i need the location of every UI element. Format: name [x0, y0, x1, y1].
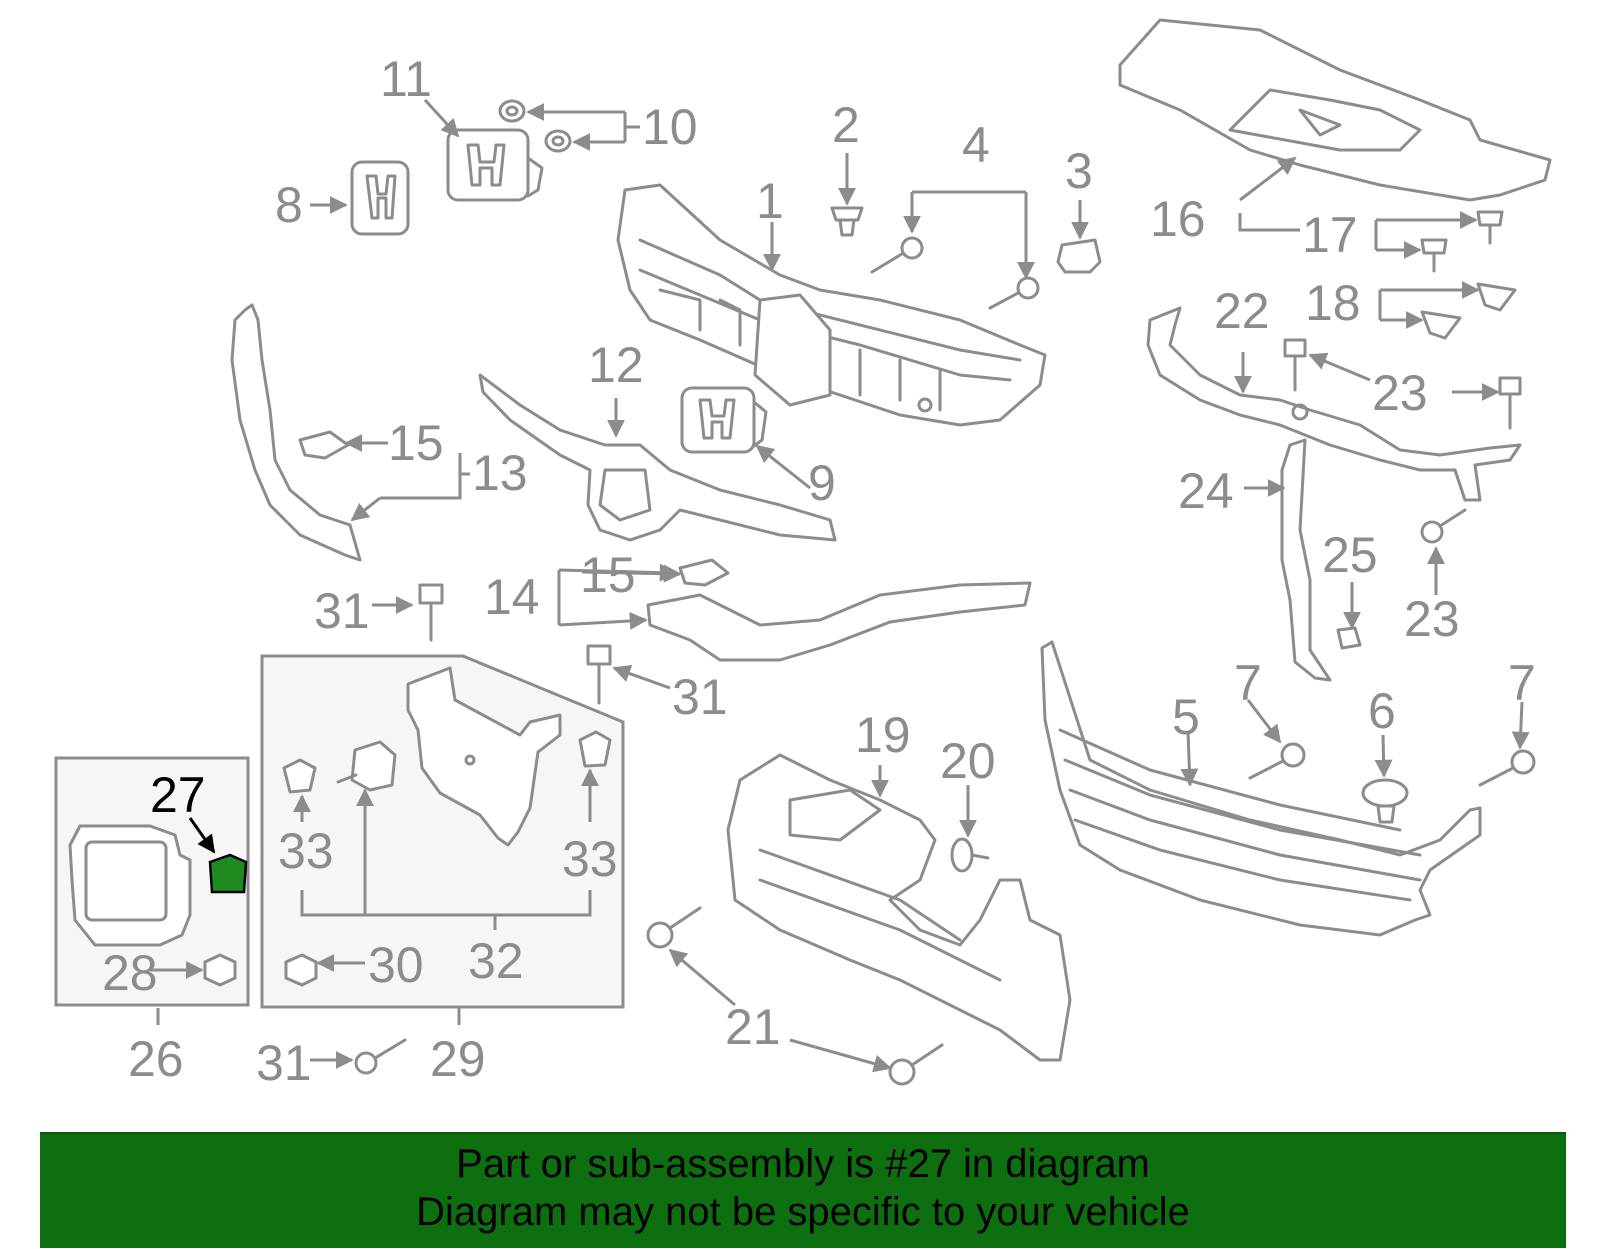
- callout-2: 2: [832, 97, 860, 153]
- callout-8: 8: [275, 177, 303, 233]
- clip-part-18: [1420, 282, 1517, 340]
- callout-10: 10: [642, 99, 698, 155]
- callout-7b: 7: [1508, 655, 1536, 711]
- callout-33a: 33: [278, 823, 334, 879]
- nut-part-28: [203, 953, 237, 987]
- clip-part-3: [1056, 238, 1102, 274]
- callout-15b: 15: [580, 547, 636, 603]
- emblem-part-9: [680, 386, 768, 454]
- callout-25: 25: [1322, 527, 1378, 583]
- seal-part-10: [498, 99, 572, 153]
- leader-lines: [150, 98, 1530, 1073]
- bolt-part-21: [646, 906, 944, 1086]
- callout-29: 29: [430, 1031, 486, 1087]
- callout-19: 19: [855, 707, 911, 763]
- clip-part-2: [830, 206, 864, 237]
- callout-33b: 33: [562, 831, 618, 887]
- callout-5: 5: [1172, 689, 1200, 745]
- screw-part-4b: [988, 276, 1040, 310]
- callout-16: 16: [1150, 191, 1206, 247]
- callout-7a: 7: [1234, 655, 1262, 711]
- lower-garnish-part-14: [646, 581, 1032, 662]
- callout-31c: 31: [256, 1035, 312, 1091]
- screw-part-4a: [870, 236, 924, 274]
- callout-27: 27: [150, 767, 206, 823]
- callout-23a: 23: [1372, 365, 1428, 421]
- banner-line-2: Diagram may not be specific to your vehi…: [416, 1190, 1190, 1234]
- callout-6: 6: [1368, 683, 1396, 739]
- upper-cover-part-16: [1118, 18, 1552, 202]
- actuator-part-32: [336, 740, 397, 792]
- clip-part-25: [1336, 626, 1362, 650]
- bolt-part-31: [354, 583, 612, 1075]
- callout-1: 1: [756, 173, 784, 229]
- callout-13: 13: [472, 445, 528, 501]
- callout-18: 18: [1305, 275, 1361, 331]
- callout-15a: 15: [388, 415, 444, 471]
- callout-30: 30: [368, 937, 424, 993]
- side-molding-part-13: [230, 303, 362, 562]
- clip-part-15: [298, 430, 730, 587]
- info-banner: Part or sub-assembly is #27 in diagram D…: [40, 1132, 1566, 1248]
- callout-28: 28: [102, 945, 158, 1001]
- callout-3: 3: [1065, 143, 1093, 199]
- callout-31a: 31: [314, 583, 370, 639]
- callout-23b: 23: [1404, 591, 1460, 647]
- clip-part-20: [950, 837, 990, 873]
- sensor-part-26: [68, 824, 192, 947]
- callout-20: 20: [940, 733, 996, 789]
- upper-grille-part-1: [616, 183, 1047, 427]
- callout-4: 4: [962, 117, 990, 173]
- clip-part-33: [282, 730, 612, 794]
- callout-12: 12: [588, 337, 644, 393]
- callout-26: 26: [128, 1031, 184, 1087]
- lower-carrier-part-19: [726, 753, 1072, 1062]
- nut-part-30: [284, 953, 318, 987]
- emblem-part-8: [350, 160, 410, 236]
- highlighted-part-27-shape: [208, 853, 248, 894]
- side-bracket-part-24: [1280, 438, 1332, 682]
- callout-31b: 31: [672, 669, 728, 725]
- emblem-part-11: [446, 128, 544, 202]
- banner-line-1: Part or sub-assembly is #27 in diagram: [456, 1142, 1150, 1186]
- bolt-part-23: [1283, 338, 1522, 544]
- screw-part-7: [1248, 742, 1536, 787]
- callout-9: 9: [808, 455, 836, 511]
- callout-21: 21: [725, 999, 781, 1055]
- callout-24: 24: [1178, 463, 1234, 519]
- callout-22: 22: [1214, 283, 1270, 339]
- callout-14: 14: [484, 569, 540, 625]
- bracket-part-29: [406, 666, 562, 847]
- highlighted-part-27: [208, 853, 248, 894]
- callout-11: 11: [380, 51, 432, 107]
- upper-bracket-part-22: [1146, 306, 1522, 502]
- callout-32: 32: [468, 933, 524, 989]
- clip-part-6: [1361, 778, 1409, 824]
- callout-17: 17: [1302, 207, 1358, 263]
- lower-grille-part-5: [1040, 640, 1482, 937]
- bolt-part-17: [1420, 210, 1504, 273]
- center-garnish-part-12: [478, 373, 837, 542]
